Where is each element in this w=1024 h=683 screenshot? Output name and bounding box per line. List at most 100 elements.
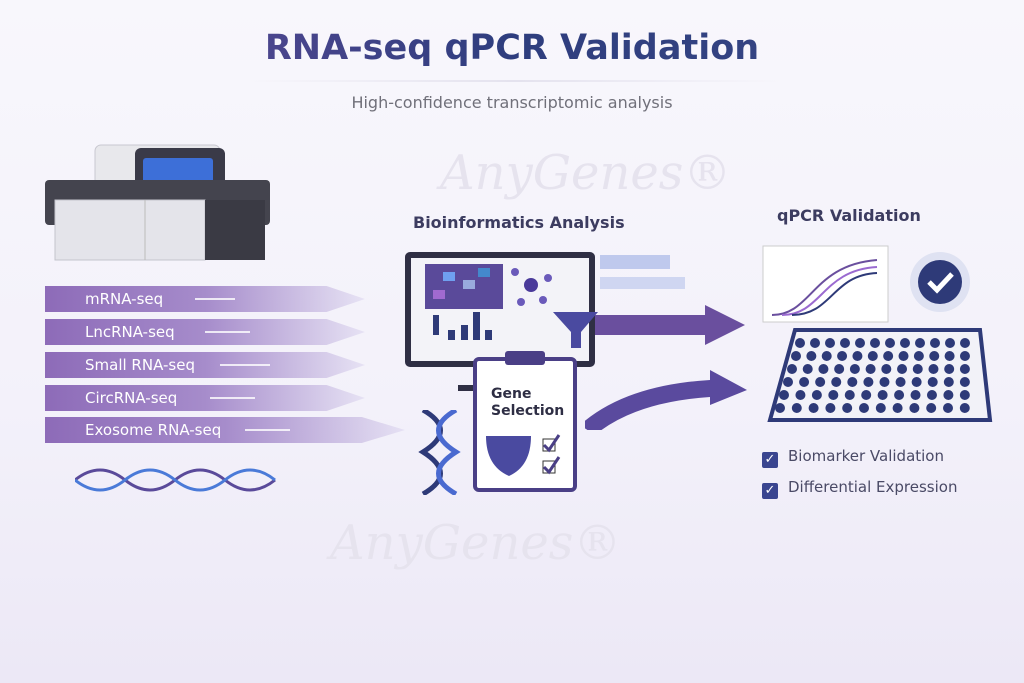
plate-well bbox=[791, 403, 802, 413]
plate-well bbox=[881, 364, 892, 374]
plate-well bbox=[828, 390, 839, 400]
flow-arrows bbox=[585, 255, 747, 430]
clipboard-clip bbox=[505, 351, 545, 365]
plate-well bbox=[944, 351, 955, 361]
plate-well bbox=[913, 351, 924, 361]
plate-well bbox=[842, 403, 853, 413]
plate-well bbox=[959, 351, 970, 361]
plate-well bbox=[943, 403, 953, 413]
plate-well bbox=[799, 377, 810, 387]
plate-well bbox=[944, 364, 955, 374]
amplification-curve-chart-icon bbox=[762, 245, 889, 323]
plate-well bbox=[911, 377, 922, 387]
plate-well bbox=[811, 390, 822, 400]
dna-strand-icon bbox=[75, 468, 276, 492]
plate-well bbox=[915, 338, 925, 348]
page-title: RNA-seq qPCR Validation bbox=[0, 28, 1024, 68]
plate-well bbox=[849, 364, 860, 374]
subtitle: High-confidence transcriptomic analysis bbox=[351, 93, 673, 112]
validation-item-label: Differential Expression bbox=[788, 478, 958, 496]
input-label: CircRNA-seq bbox=[85, 389, 178, 407]
plate-well bbox=[929, 351, 940, 361]
clipboard-label: Selection bbox=[491, 403, 565, 419]
plate-well bbox=[825, 403, 836, 413]
plate-well bbox=[825, 338, 835, 348]
validation-item: ✓ Differential Expression bbox=[762, 478, 957, 499]
plate-well bbox=[791, 351, 801, 361]
plate-well bbox=[810, 338, 820, 348]
plate-well bbox=[943, 390, 954, 400]
plate-well bbox=[928, 364, 939, 374]
plate-well bbox=[779, 390, 789, 400]
input-label: LncRNA-seq bbox=[85, 323, 175, 341]
dna-icon bbox=[418, 410, 461, 495]
plate-well bbox=[959, 377, 970, 387]
plate-well bbox=[926, 390, 937, 400]
plate-well bbox=[879, 377, 890, 387]
plate-well bbox=[895, 377, 906, 387]
plate-well bbox=[795, 390, 806, 400]
plate-well bbox=[837, 351, 848, 361]
plate-well bbox=[959, 390, 970, 400]
plate-well bbox=[910, 390, 921, 400]
input-label: mRNA-seq bbox=[85, 290, 164, 308]
plate-well bbox=[847, 377, 858, 387]
gene-selection-clipboard: Gene Selection bbox=[473, 351, 577, 492]
plate-well bbox=[883, 351, 894, 361]
plate-well bbox=[865, 364, 876, 374]
watermark-logo: AnyGenes® bbox=[440, 145, 732, 201]
plate-well bbox=[861, 390, 872, 400]
plate-well bbox=[863, 377, 874, 387]
plate-well bbox=[898, 351, 909, 361]
input-arrow-lncrna-seq: LncRNA-seq bbox=[45, 319, 365, 345]
plate-well bbox=[897, 364, 908, 374]
plate-well bbox=[775, 403, 785, 413]
monitor-icon bbox=[405, 252, 598, 391]
plate-well bbox=[802, 364, 813, 374]
plate-well bbox=[815, 377, 826, 387]
plate-well bbox=[852, 351, 863, 361]
plate-well bbox=[867, 351, 878, 361]
checkbox-checked-icon: ✓ bbox=[762, 483, 778, 499]
plate-well bbox=[885, 338, 895, 348]
checkmark-badge-icon bbox=[910, 252, 970, 312]
plate-well bbox=[894, 390, 905, 400]
plate-well bbox=[806, 351, 817, 361]
input-arrow-circrna-seq: CircRNA-seq bbox=[45, 385, 365, 411]
divider bbox=[250, 80, 780, 82]
plate-well bbox=[855, 338, 865, 348]
plate-well bbox=[926, 403, 937, 413]
plate-well bbox=[844, 390, 855, 400]
clipboard-label: Gene bbox=[491, 386, 532, 402]
input-label: Exosome RNA-seq bbox=[85, 421, 222, 439]
watermark-logo: AnyGenes® bbox=[330, 515, 622, 571]
plate-well bbox=[840, 338, 850, 348]
plate-well bbox=[818, 364, 829, 374]
plate-well bbox=[821, 351, 832, 361]
plate-well bbox=[959, 364, 970, 374]
validation-item: ✓ Biomarker Validation bbox=[762, 447, 944, 468]
section-title-validation: qPCR Validation bbox=[777, 206, 921, 225]
qpcr-plate-icon bbox=[767, 328, 993, 422]
validation-item-label: Biomarker Validation bbox=[788, 447, 944, 465]
input-arrow-mrna-seq: mRNA-seq bbox=[45, 286, 365, 312]
plate-well bbox=[877, 390, 888, 400]
sequencer-instrument-icon bbox=[45, 144, 270, 261]
plate-well bbox=[909, 403, 920, 413]
plate-well bbox=[787, 364, 797, 374]
input-arrow-small-rna-seq: Small RNA-seq bbox=[45, 352, 365, 378]
plate-well bbox=[875, 403, 886, 413]
plate-well bbox=[912, 364, 923, 374]
funnel-check-icon bbox=[486, 434, 561, 476]
plate-well bbox=[900, 338, 910, 348]
plate-well bbox=[930, 338, 940, 348]
plate-well bbox=[892, 403, 903, 413]
plate-well bbox=[959, 403, 970, 413]
plate-well bbox=[783, 377, 793, 387]
plate-well bbox=[795, 338, 805, 348]
checkbox-checked-icon: ✓ bbox=[762, 452, 778, 468]
section-title-analysis: Bioinformatics Analysis bbox=[413, 213, 625, 232]
plate-well bbox=[927, 377, 938, 387]
plate-well bbox=[834, 364, 845, 374]
plate-well bbox=[960, 338, 970, 348]
